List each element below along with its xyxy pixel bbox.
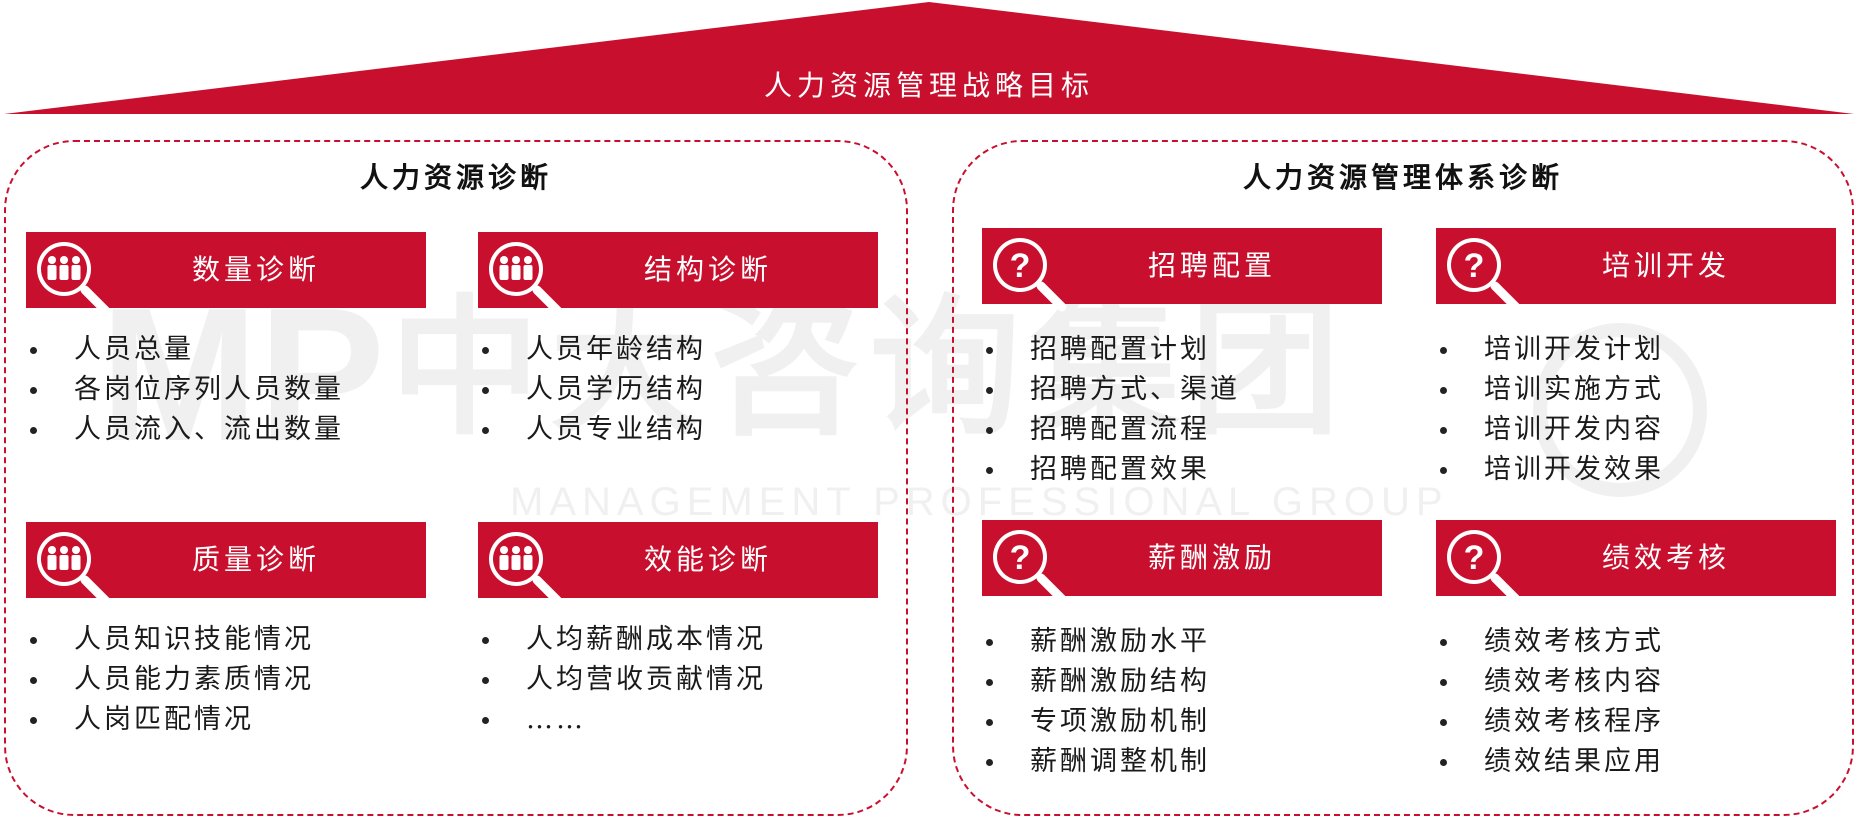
card-list-compensation: 薪酬激励水平 薪酬激励结构 专项激励机制 薪酬调整机制 (982, 622, 1210, 782)
list-item: …… (478, 700, 766, 740)
list-item: 人岗匹配情况 (26, 700, 314, 740)
card-header-efficiency: 效能诊断 (478, 522, 878, 606)
hr-diagnosis-group (4, 140, 908, 816)
list-item: 培训开发效果 (1436, 450, 1664, 490)
list-item: 薪酬调整机制 (982, 742, 1210, 782)
hr-system-diagnosis-group (952, 140, 1854, 816)
list-item: 专项激励机制 (982, 702, 1210, 742)
hr-diagnosis-title: 人力资源诊断 (359, 161, 552, 194)
card-list-recruitment: 招聘配置计划 招聘方式、渠道 招聘配置流程 招聘配置效果 (982, 330, 1240, 490)
list-item: 人员总量 (26, 330, 344, 370)
card-header-quality: 质量诊断 (26, 522, 426, 606)
card-title: 招聘配置 (1147, 249, 1276, 282)
list-item: 招聘配置效果 (982, 450, 1240, 490)
list-item: 人员年龄结构 (478, 330, 706, 370)
list-item: 培训实施方式 (1436, 370, 1664, 410)
people-magnifier-icon (489, 532, 563, 606)
list-item: 招聘配置流程 (982, 410, 1240, 450)
svg-text:?: ? (1464, 247, 1485, 285)
people-magnifier-icon (37, 532, 111, 606)
card-title: 结构诊断 (643, 253, 772, 286)
svg-text:?: ? (1010, 247, 1031, 285)
list-item: 绩效考核程序 (1436, 702, 1664, 742)
card-title: 质量诊断 (191, 543, 320, 576)
list-item: 人均薪酬成本情况 (478, 620, 766, 660)
card-list-structure: 人员年龄结构 人员学历结构 人员专业结构 (478, 330, 706, 450)
svg-text:?: ? (1010, 539, 1031, 577)
card-header-quantity: 数量诊断 (26, 232, 426, 316)
svg-text:?: ? (1464, 539, 1485, 577)
list-item: 人员学历结构 (478, 370, 706, 410)
hr-system-diagnosis-title: 人力资源管理体系诊断 (1242, 161, 1563, 194)
list-item: 人员能力素质情况 (26, 660, 314, 700)
list-item: 人均营收贡献情况 (478, 660, 766, 700)
card-header-recruitment: ? 招聘配置 (982, 228, 1382, 312)
list-item: 培训开发计划 (1436, 330, 1664, 370)
card-title: 薪酬激励 (1147, 541, 1276, 574)
list-item: 薪酬激励结构 (982, 662, 1210, 702)
list-item: 薪酬激励水平 (982, 622, 1210, 662)
card-list-performance: 绩效考核方式 绩效考核内容 绩效考核程序 绩效结果应用 (1436, 622, 1664, 782)
list-item: 人员专业结构 (478, 410, 706, 450)
strategy-title: 人力资源管理战略目标 (763, 69, 1094, 102)
card-title: 绩效考核 (1601, 541, 1730, 574)
list-item: 各岗位序列人员数量 (26, 370, 344, 410)
list-item: 培训开发内容 (1436, 410, 1664, 450)
list-item: 人员流入、流出数量 (26, 410, 344, 450)
card-title: 效能诊断 (643, 543, 772, 576)
card-header-training: ? 培训开发 (1436, 228, 1836, 312)
people-magnifier-icon (37, 242, 111, 316)
card-header-performance: ? 绩效考核 (1436, 520, 1836, 604)
question-magnifier-icon: ? (993, 238, 1067, 312)
question-magnifier-icon: ? (993, 530, 1067, 604)
card-list-training: 培训开发计划 培训实施方式 培训开发内容 培训开发效果 (1436, 330, 1664, 490)
list-item: 绩效考核方式 (1436, 622, 1664, 662)
card-title: 数量诊断 (191, 253, 320, 286)
list-item: 人员知识技能情况 (26, 620, 314, 660)
list-item: 绩效结果应用 (1436, 742, 1664, 782)
list-item: 招聘方式、渠道 (982, 370, 1240, 410)
card-header-compensation: ? 薪酬激励 (982, 520, 1382, 604)
list-item: 绩效考核内容 (1436, 662, 1664, 702)
people-magnifier-icon (489, 242, 563, 316)
list-item: 招聘配置计划 (982, 330, 1240, 370)
card-list-quality: 人员知识技能情况 人员能力素质情况 人岗匹配情况 (26, 620, 314, 740)
card-header-structure: 结构诊断 (478, 232, 878, 316)
question-magnifier-icon: ? (1447, 530, 1521, 604)
card-title: 培训开发 (1601, 249, 1730, 282)
question-magnifier-icon: ? (1447, 238, 1521, 312)
card-list-quantity: 人员总量 各岗位序列人员数量 人员流入、流出数量 (26, 330, 344, 450)
strategy-roof (4, 2, 1854, 114)
card-list-efficiency: 人均薪酬成本情况 人均营收贡献情况 …… (478, 620, 766, 740)
